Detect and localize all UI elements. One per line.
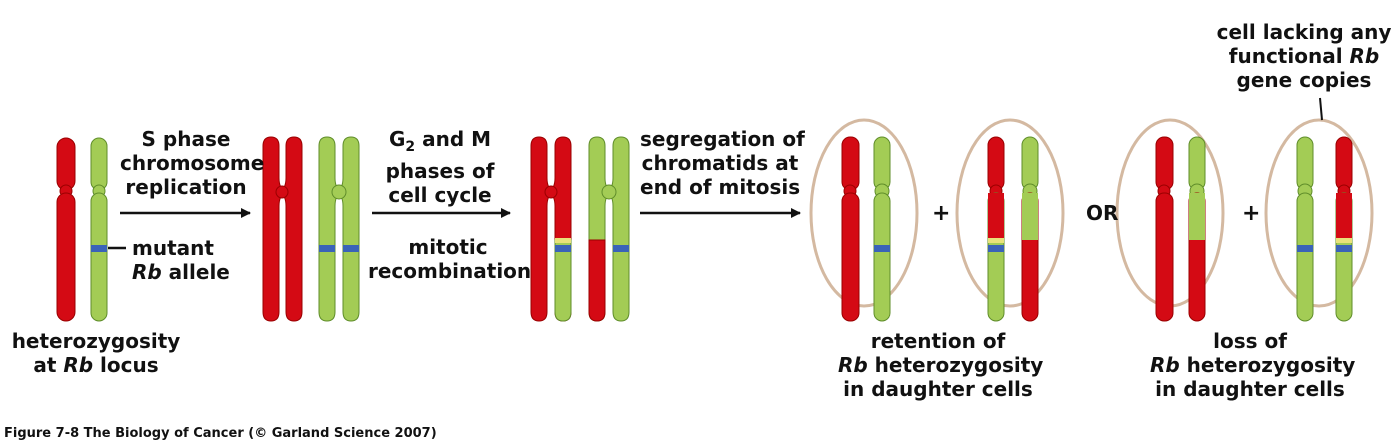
heterozygosity-label: heterozygosity at Rb locus	[11, 329, 181, 377]
cell-icon	[809, 118, 919, 308]
loss-label: loss of Rb heterozygosity in daughter ce…	[1150, 329, 1356, 401]
cell-icon	[1264, 118, 1374, 308]
mutant-allele-label: mutant Rb allele	[132, 236, 230, 284]
g2-m-label: G2 and M phases of cell cycle	[385, 127, 495, 207]
plus-sign: +	[1242, 201, 1261, 226]
chromosome-icon	[1296, 136, 1314, 322]
plus-sign: +	[932, 201, 951, 226]
rb-mutant-band	[319, 245, 335, 252]
chromosome-icon	[1188, 136, 1206, 322]
cell-lacking-label: cell lacking any functional Rb gene copi…	[1216, 20, 1392, 92]
chromosome-icon	[1021, 136, 1039, 322]
chromosome-icon	[588, 136, 630, 322]
chromosome-icon	[841, 136, 860, 322]
chromosome-icon	[318, 136, 360, 322]
chromosome-icon	[90, 137, 108, 322]
mitotic-recombination-label: mitotic recombination	[368, 235, 532, 283]
cell-icon	[955, 118, 1065, 308]
or-label: OR	[1086, 201, 1119, 225]
chromosome-icon	[262, 136, 303, 322]
chromosome-icon	[1335, 136, 1353, 322]
lacking-pointer-line	[1319, 97, 1323, 121]
s-phase-label: S phase chromosome replication	[120, 127, 265, 199]
chromosome-icon	[530, 136, 572, 322]
chromosome-icon	[873, 136, 891, 322]
chromosome-icon	[1155, 136, 1174, 322]
segregation-label: segregation of chromatids at end of mito…	[640, 127, 805, 199]
rb-mutant-band	[343, 245, 359, 252]
chromosome-icon	[56, 137, 76, 322]
retention-label: retention of Rb heterozygosity in daught…	[838, 329, 1044, 401]
chromosome-icon	[987, 136, 1005, 322]
figure-caption: Figure 7-8 The Biology of Cancer (© Garl…	[4, 426, 437, 441]
